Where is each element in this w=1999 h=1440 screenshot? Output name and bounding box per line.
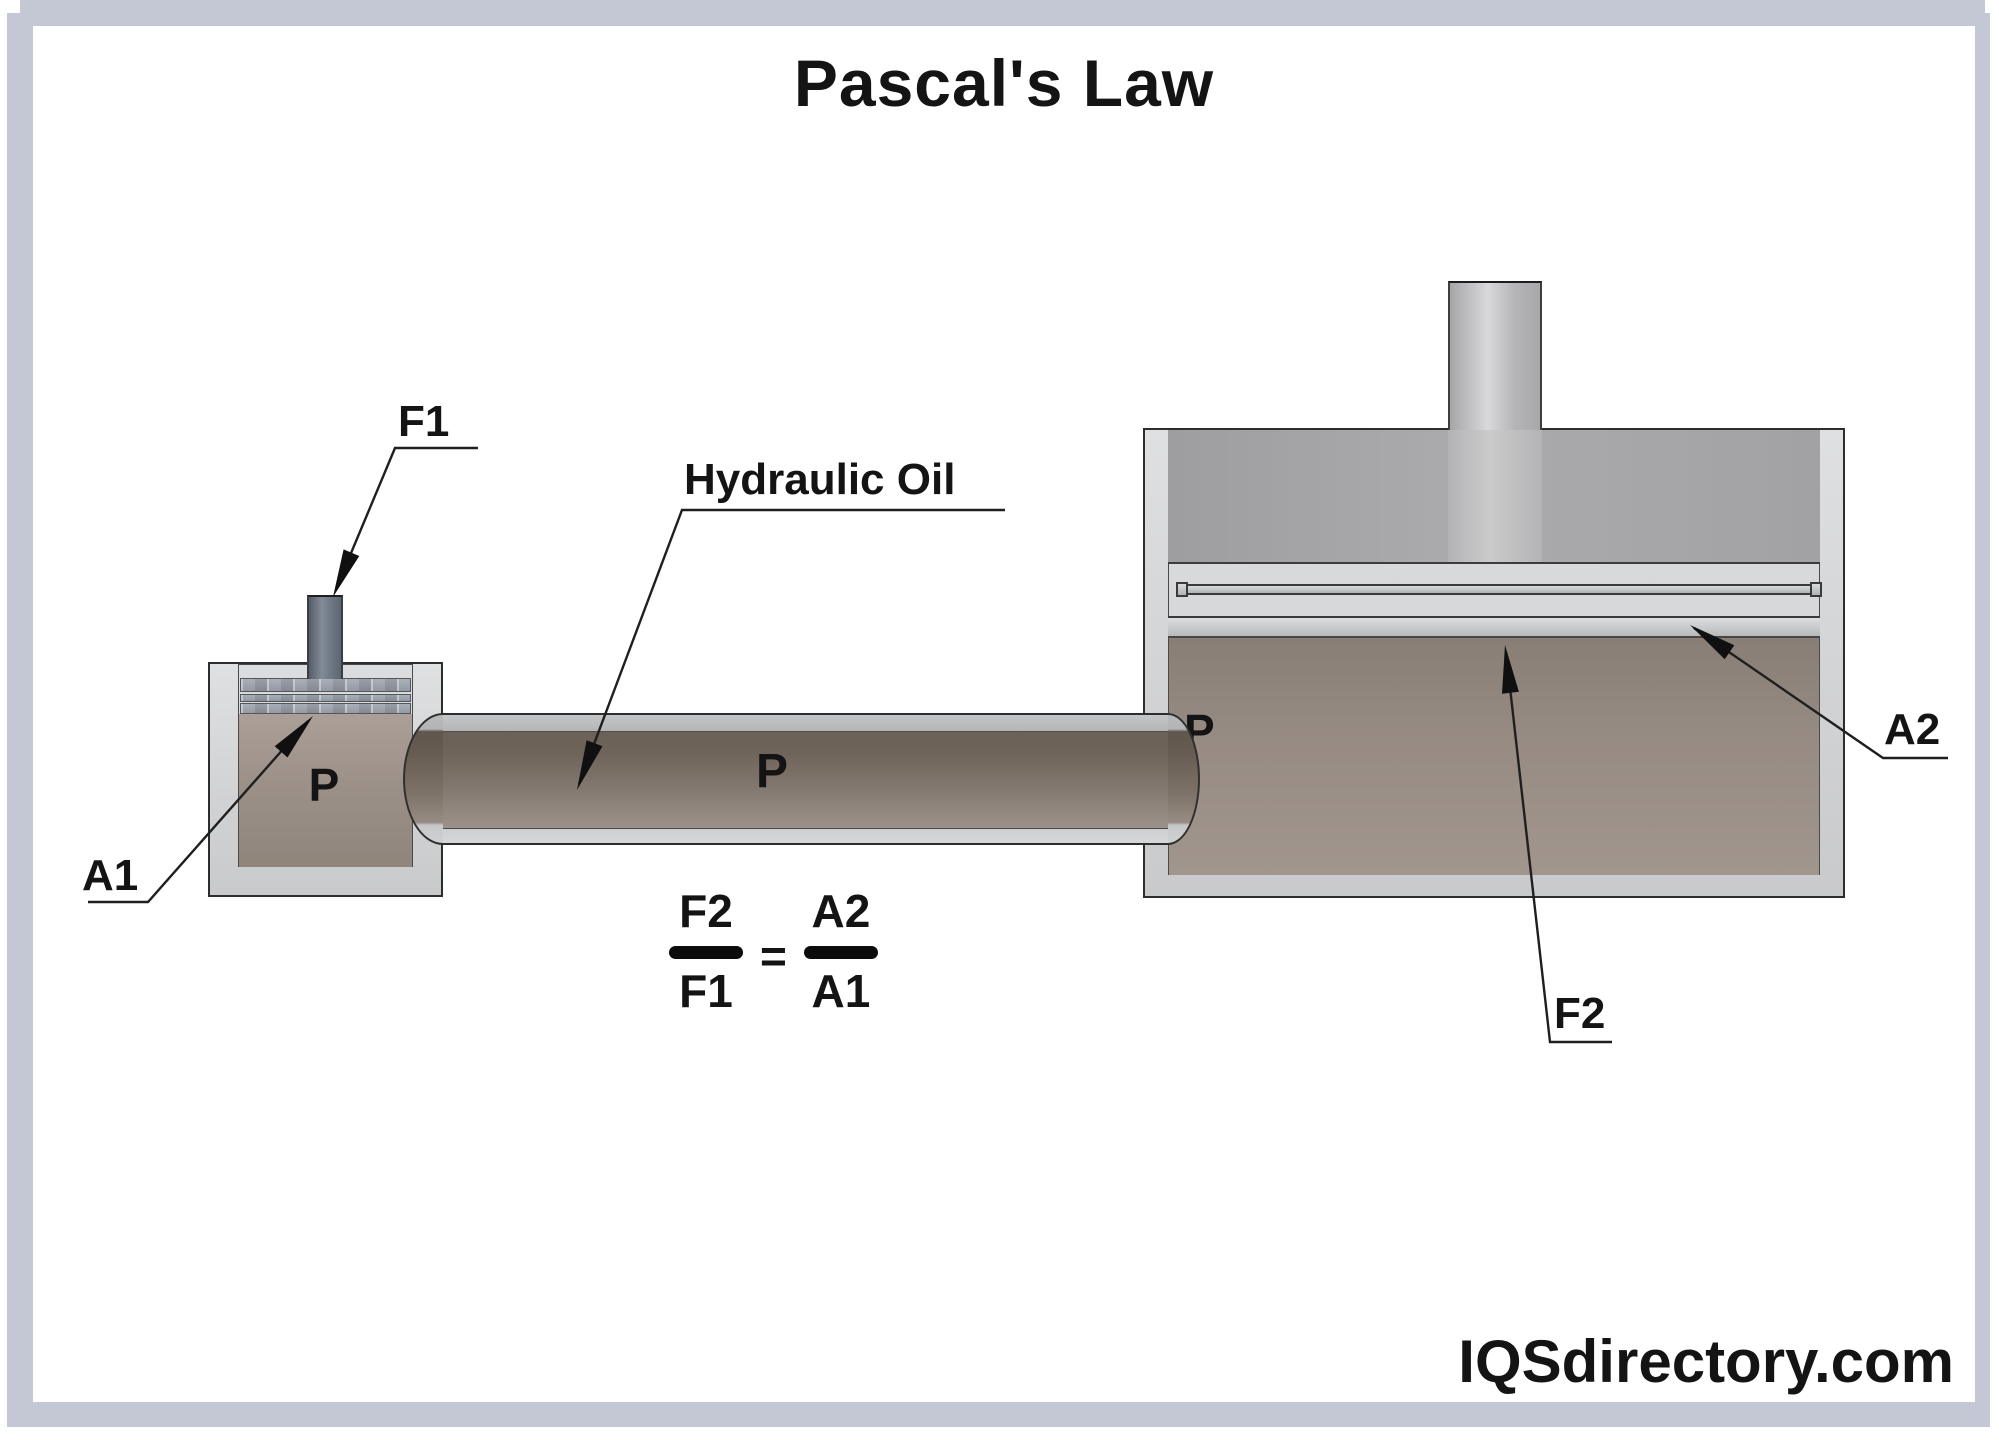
pipe-oil (443, 732, 1168, 829)
small-piston-ring (240, 678, 411, 692)
equals-sign: = (760, 930, 787, 982)
formula-numerator-left: F2 (679, 885, 733, 937)
small-piston-ring (240, 694, 411, 702)
pascals-law-formula: F2 F1 = A2 A1 (664, 884, 883, 1018)
large-piston-face-plate (1168, 616, 1820, 638)
callout-a2: A2 (1884, 705, 1941, 754)
formula-numerator-right: A2 (811, 885, 871, 937)
formula-denominator-right: A1 (811, 965, 871, 1017)
callout-f2: F2 (1554, 989, 1606, 1038)
small-piston-rod (307, 595, 343, 679)
formula-denominator-left: F1 (679, 965, 733, 1017)
piston-seal-groove (1186, 584, 1812, 595)
small-piston-ring (240, 703, 411, 714)
hydraulic-pipe (443, 713, 1168, 845)
watermark-logo: IQSdirectory.com (1458, 1328, 1954, 1395)
callout-a1: A1 (82, 851, 139, 900)
large-cylinder-oil-chamber (1169, 638, 1819, 875)
large-piston-block (1168, 430, 1820, 564)
callout-hydraulic-oil: Hydraulic Oil (684, 455, 956, 504)
pressure-label-pipe: P (756, 745, 789, 798)
pressure-label-left: P (308, 759, 340, 811)
page-title: Pascal's Law (793, 46, 1215, 120)
fraction-bar (669, 946, 743, 959)
pipe-wall-bottom (443, 829, 1168, 843)
fraction-bar (803, 946, 878, 959)
area-ratio-fraction: A2 A1 (799, 884, 883, 1018)
large-piston-rod-sheen (1448, 430, 1542, 562)
pipe-wall-top (443, 715, 1168, 732)
force-ratio-fraction: F2 F1 (664, 884, 748, 1018)
callout-f1: F1 (398, 397, 450, 446)
large-piston-rod (1448, 281, 1542, 430)
